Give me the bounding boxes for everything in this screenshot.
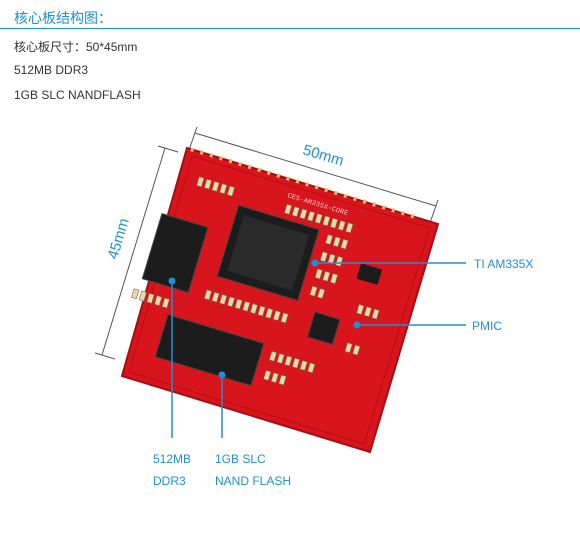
height-label: 45mm [104,216,132,261]
spec-ddr: 512MB DDR3 [14,63,89,77]
spec-board-size: 核心板尺寸：50*45mm [14,40,138,54]
cpu-die [227,215,310,291]
title-divider [0,28,580,29]
label-cpu: TI AM335X [474,257,534,271]
callout-lines [171,262,466,438]
callout-dots [168,259,361,379]
label-ddr-line2: DDR3 [153,474,186,488]
small-ic [356,263,383,285]
label-pmic: PMIC [472,319,502,333]
label-ddr-line1: 512MB [153,452,192,466]
edge-pads [190,147,415,219]
pmic-chip [306,311,341,346]
label-nand-line1: 1GB SLC [215,452,266,466]
ddr3-chip [141,212,209,294]
label-nand-line2: NAND FLASH [215,474,292,488]
page-title: 核心板结构图： [14,10,112,26]
pcb-components: CES-AM335X-CORE [131,147,415,387]
width-label: 50mm [301,142,346,170]
passive-components [131,176,380,386]
nand-flash-chip [154,314,265,387]
spec-nand: 1GB SLC NANDFLASH [14,88,141,102]
